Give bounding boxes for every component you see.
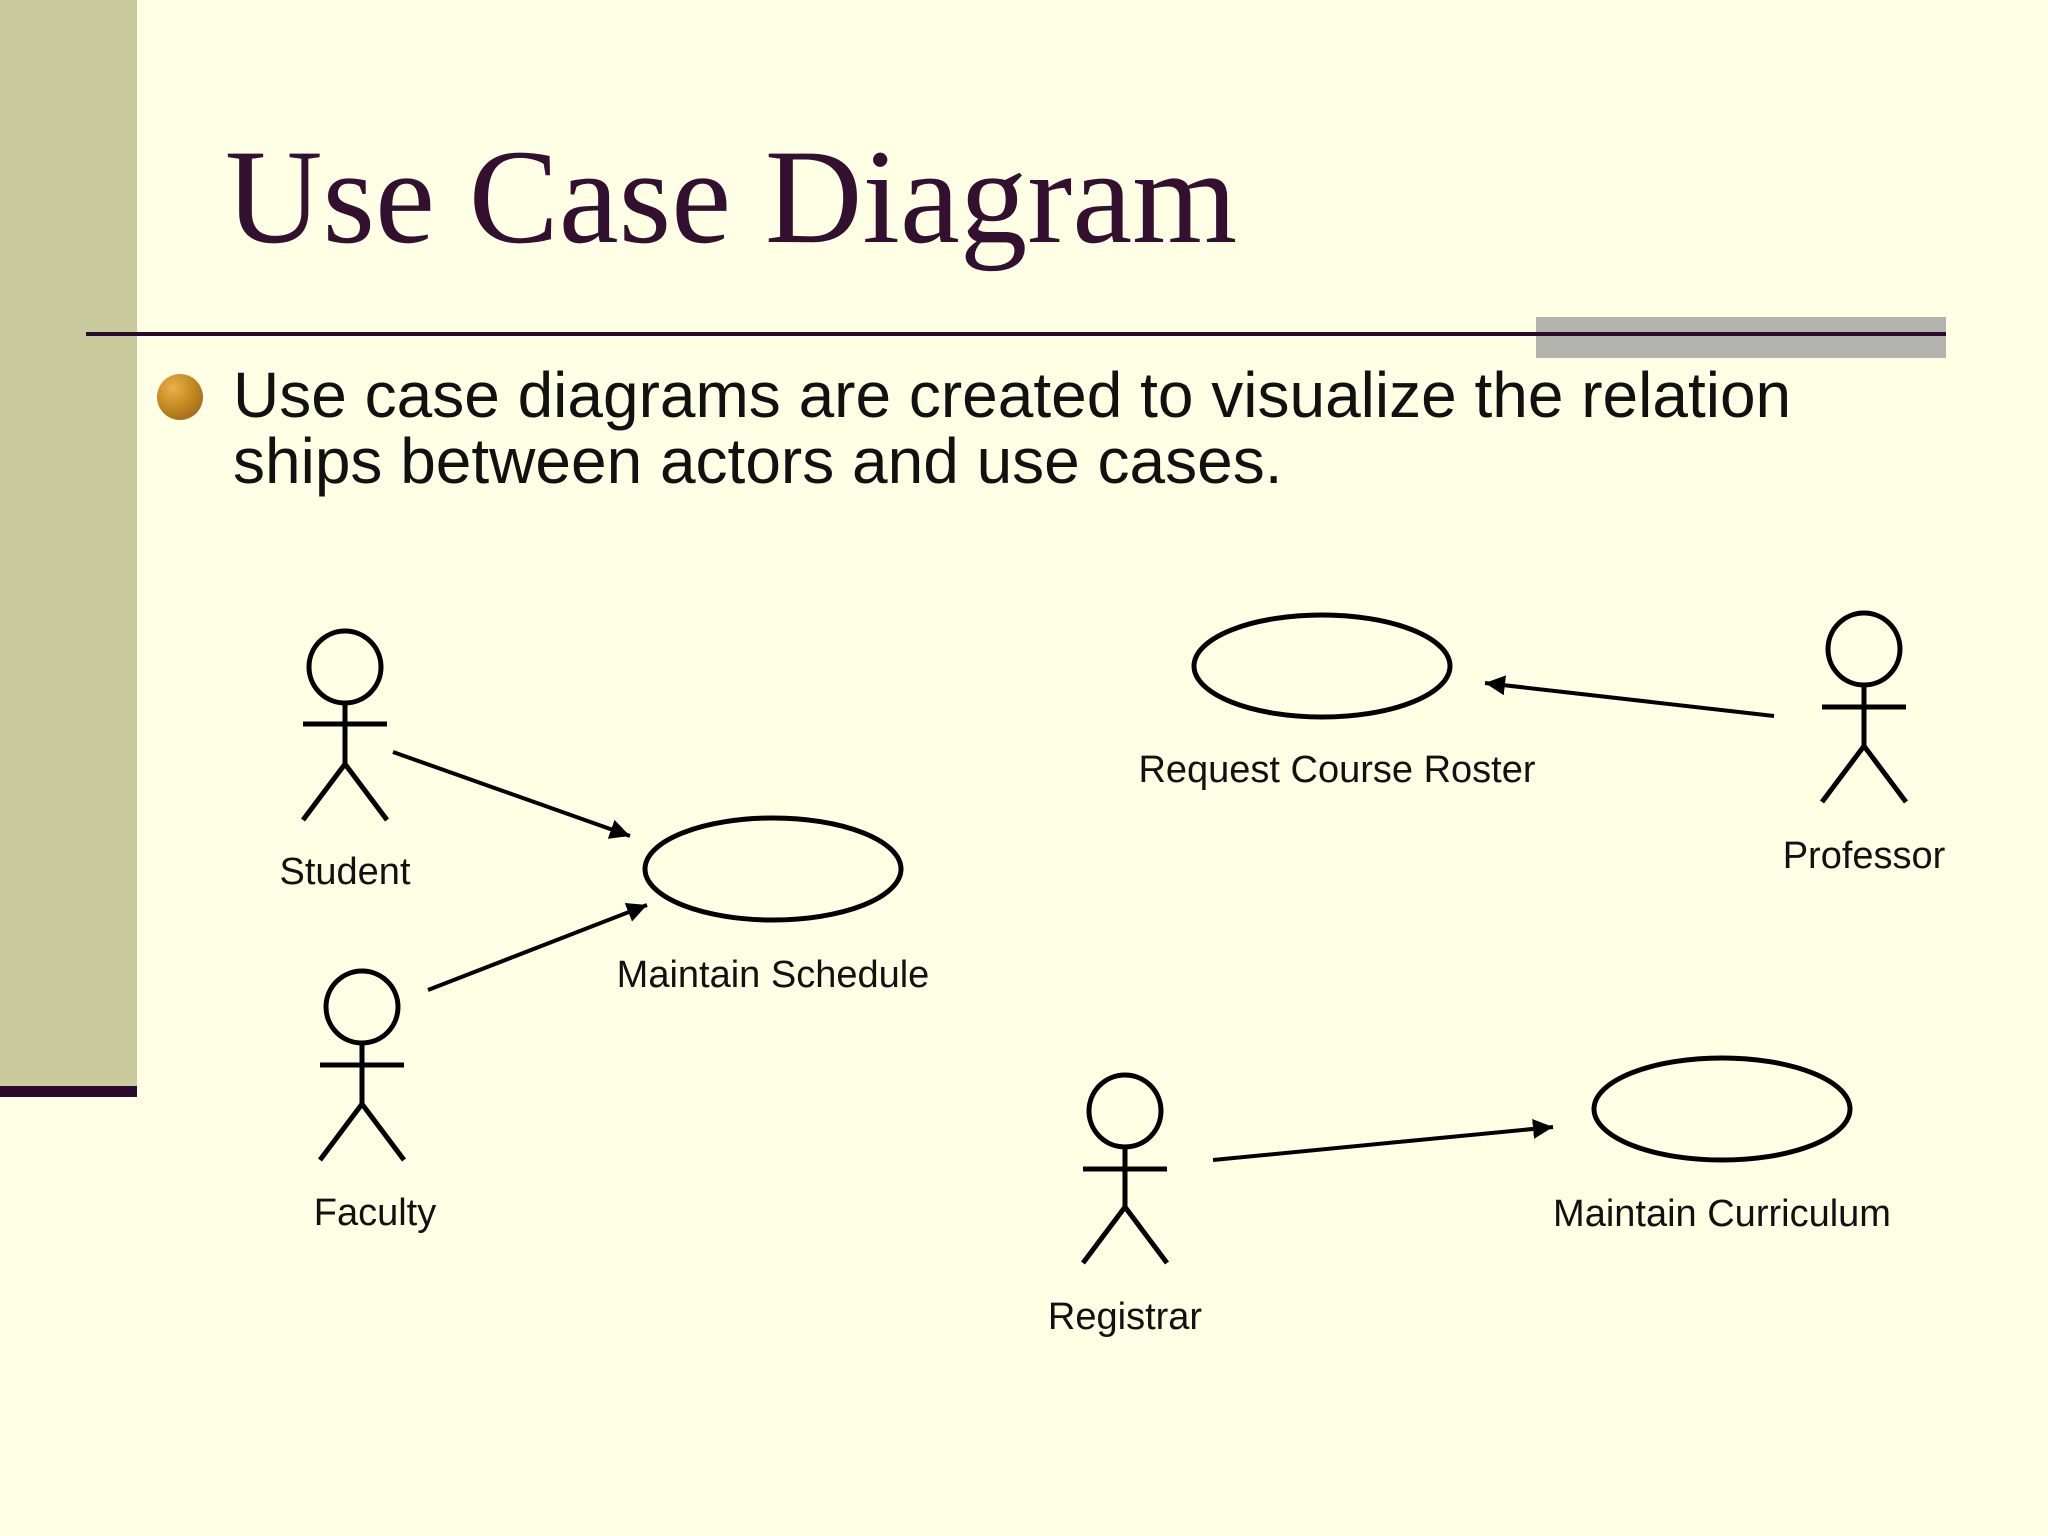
student-actor	[301, 628, 389, 822]
use-case-request-course-roster	[1191, 612, 1453, 720]
actor-label-professor: Professor	[1783, 835, 1946, 877]
use-case-label-request-course-roster: Request Course Roster	[1138, 749, 1535, 791]
bullet-text: Use case diagrams are created to visuali…	[233, 359, 1792, 497]
side-bar	[0, 0, 137, 1086]
actor-label-student: Student	[280, 851, 411, 893]
use-case-label-maintain-schedule: Maintain Schedule	[617, 954, 930, 996]
use-case-label-maintain-curriculum: Maintain Curriculum	[1553, 1193, 1891, 1235]
actor-label-faculty: Faculty	[314, 1192, 436, 1234]
actor-label-registrar: Registrar	[1048, 1296, 1202, 1338]
association-student-maintain-schedule	[392, 750, 631, 839]
use-case-maintain-schedule	[642, 815, 904, 923]
association-professor-request-course-roster	[1484, 675, 1775, 718]
slide-title: Use Case Diagram	[225, 123, 1238, 272]
bullet-icon	[157, 374, 203, 420]
title-rule-accent	[1536, 317, 1946, 358]
association-registrar-maintain-curriculum	[1212, 1118, 1554, 1162]
professor-actor	[1820, 610, 1908, 804]
faculty-actor	[318, 968, 406, 1162]
side-bar-edge	[0, 1086, 137, 1097]
association-faculty-maintain-schedule	[427, 902, 648, 992]
use-case-maintain-curriculum	[1591, 1055, 1853, 1163]
registrar-actor	[1081, 1072, 1169, 1265]
title-rule	[86, 332, 1946, 336]
